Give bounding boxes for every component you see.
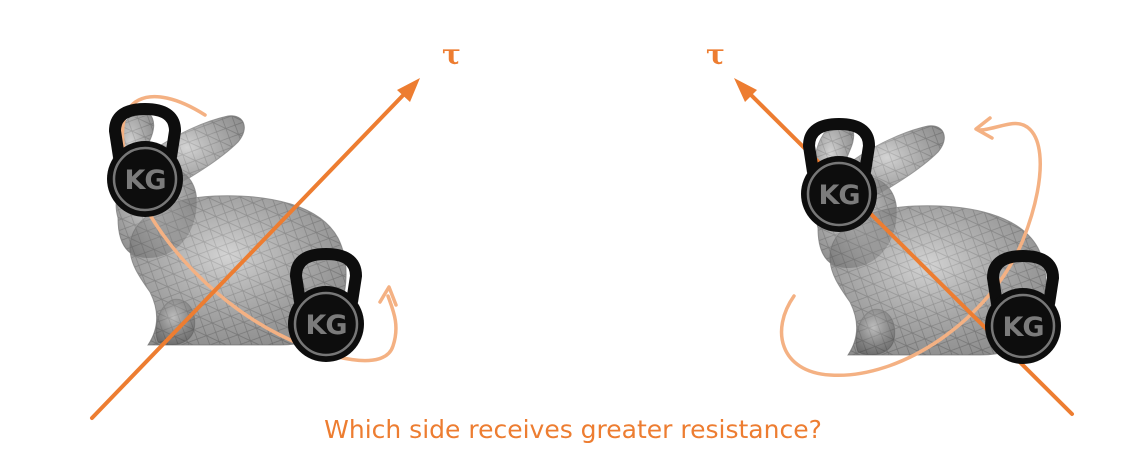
kettlebell-label: KG	[818, 180, 859, 211]
right-panel: τ KG KG	[706, 38, 1074, 416]
kettlebell-right-upper: KG	[801, 118, 877, 232]
torque-label-left: τ	[442, 38, 461, 71]
kettlebell-right-lower: KG	[985, 250, 1061, 364]
rotation-arrowhead-right	[974, 116, 994, 140]
rotation-arc-right	[779, 121, 1042, 377]
kettlebell-left-lower: KG	[288, 248, 364, 362]
torque-label-right: τ	[706, 38, 725, 71]
question-caption: Which side receives greater resistance?	[324, 415, 822, 444]
kettlebell-label: KG	[1002, 312, 1043, 343]
left-panel: τ KG KG	[90, 38, 461, 420]
kettlebell-label: KG	[305, 310, 346, 341]
torque-axis-left	[90, 84, 414, 420]
kettlebell-left-upper: KG	[107, 103, 183, 217]
axis-arrowhead-right	[734, 78, 757, 102]
kettlebell-label: KG	[124, 165, 165, 196]
rotation-arrowhead-left	[378, 285, 398, 307]
axis-arrowhead-left	[397, 78, 420, 102]
